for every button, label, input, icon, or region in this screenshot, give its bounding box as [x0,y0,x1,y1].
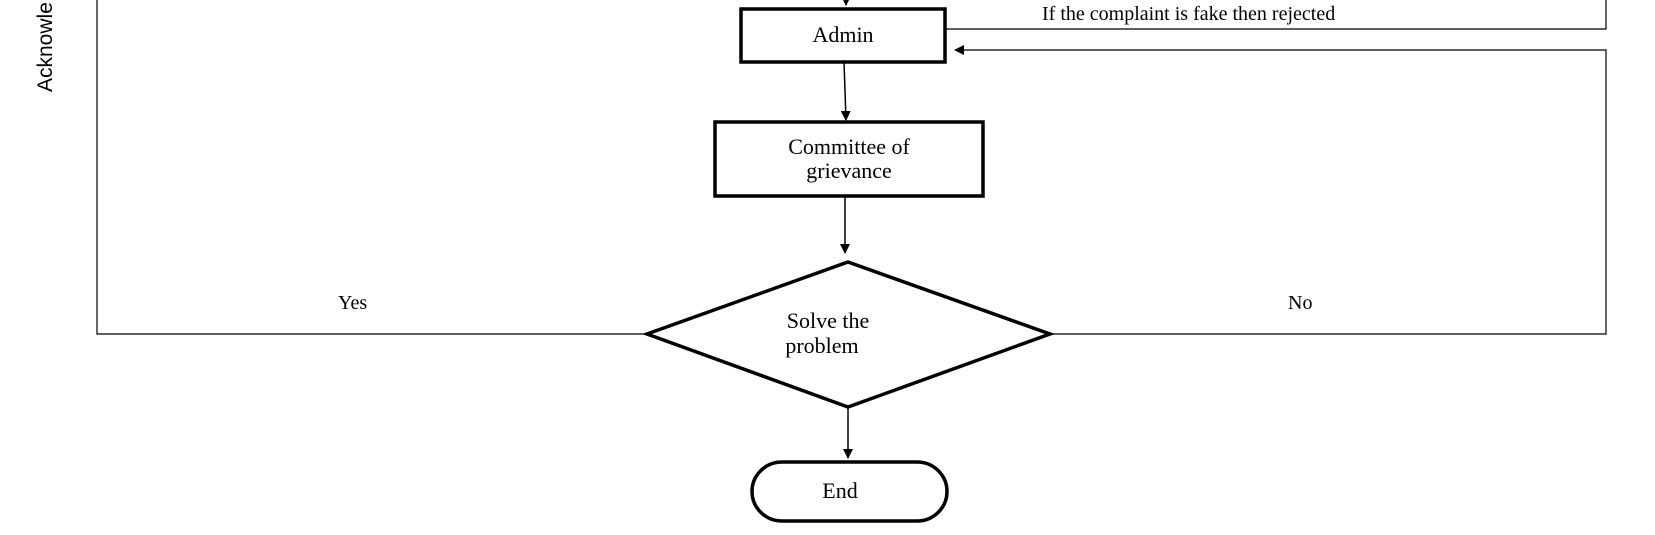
no-branch-line [954,45,1607,335]
yes-branch-line [96,0,647,335]
end-terminator [750,460,949,523]
admin-box [739,7,947,64]
reject-label: If the complaint is fake then rejected [1042,3,1335,25]
decision-label-line1: Solve the [787,308,870,333]
committee-label-line2: grievance [806,158,892,183]
end-label: End [822,478,857,503]
no-label: No [1288,292,1312,314]
committee-label-line1: Committee of [788,134,910,159]
committee-box [713,120,985,198]
admin-to-committee-arrow [840,61,851,121]
decision-label-line2: problem [785,333,858,358]
side-label: Acknowle [34,2,57,92]
admin-label: Admin [812,22,873,47]
reject-line [945,0,1607,30]
yes-label: Yes [338,292,367,314]
